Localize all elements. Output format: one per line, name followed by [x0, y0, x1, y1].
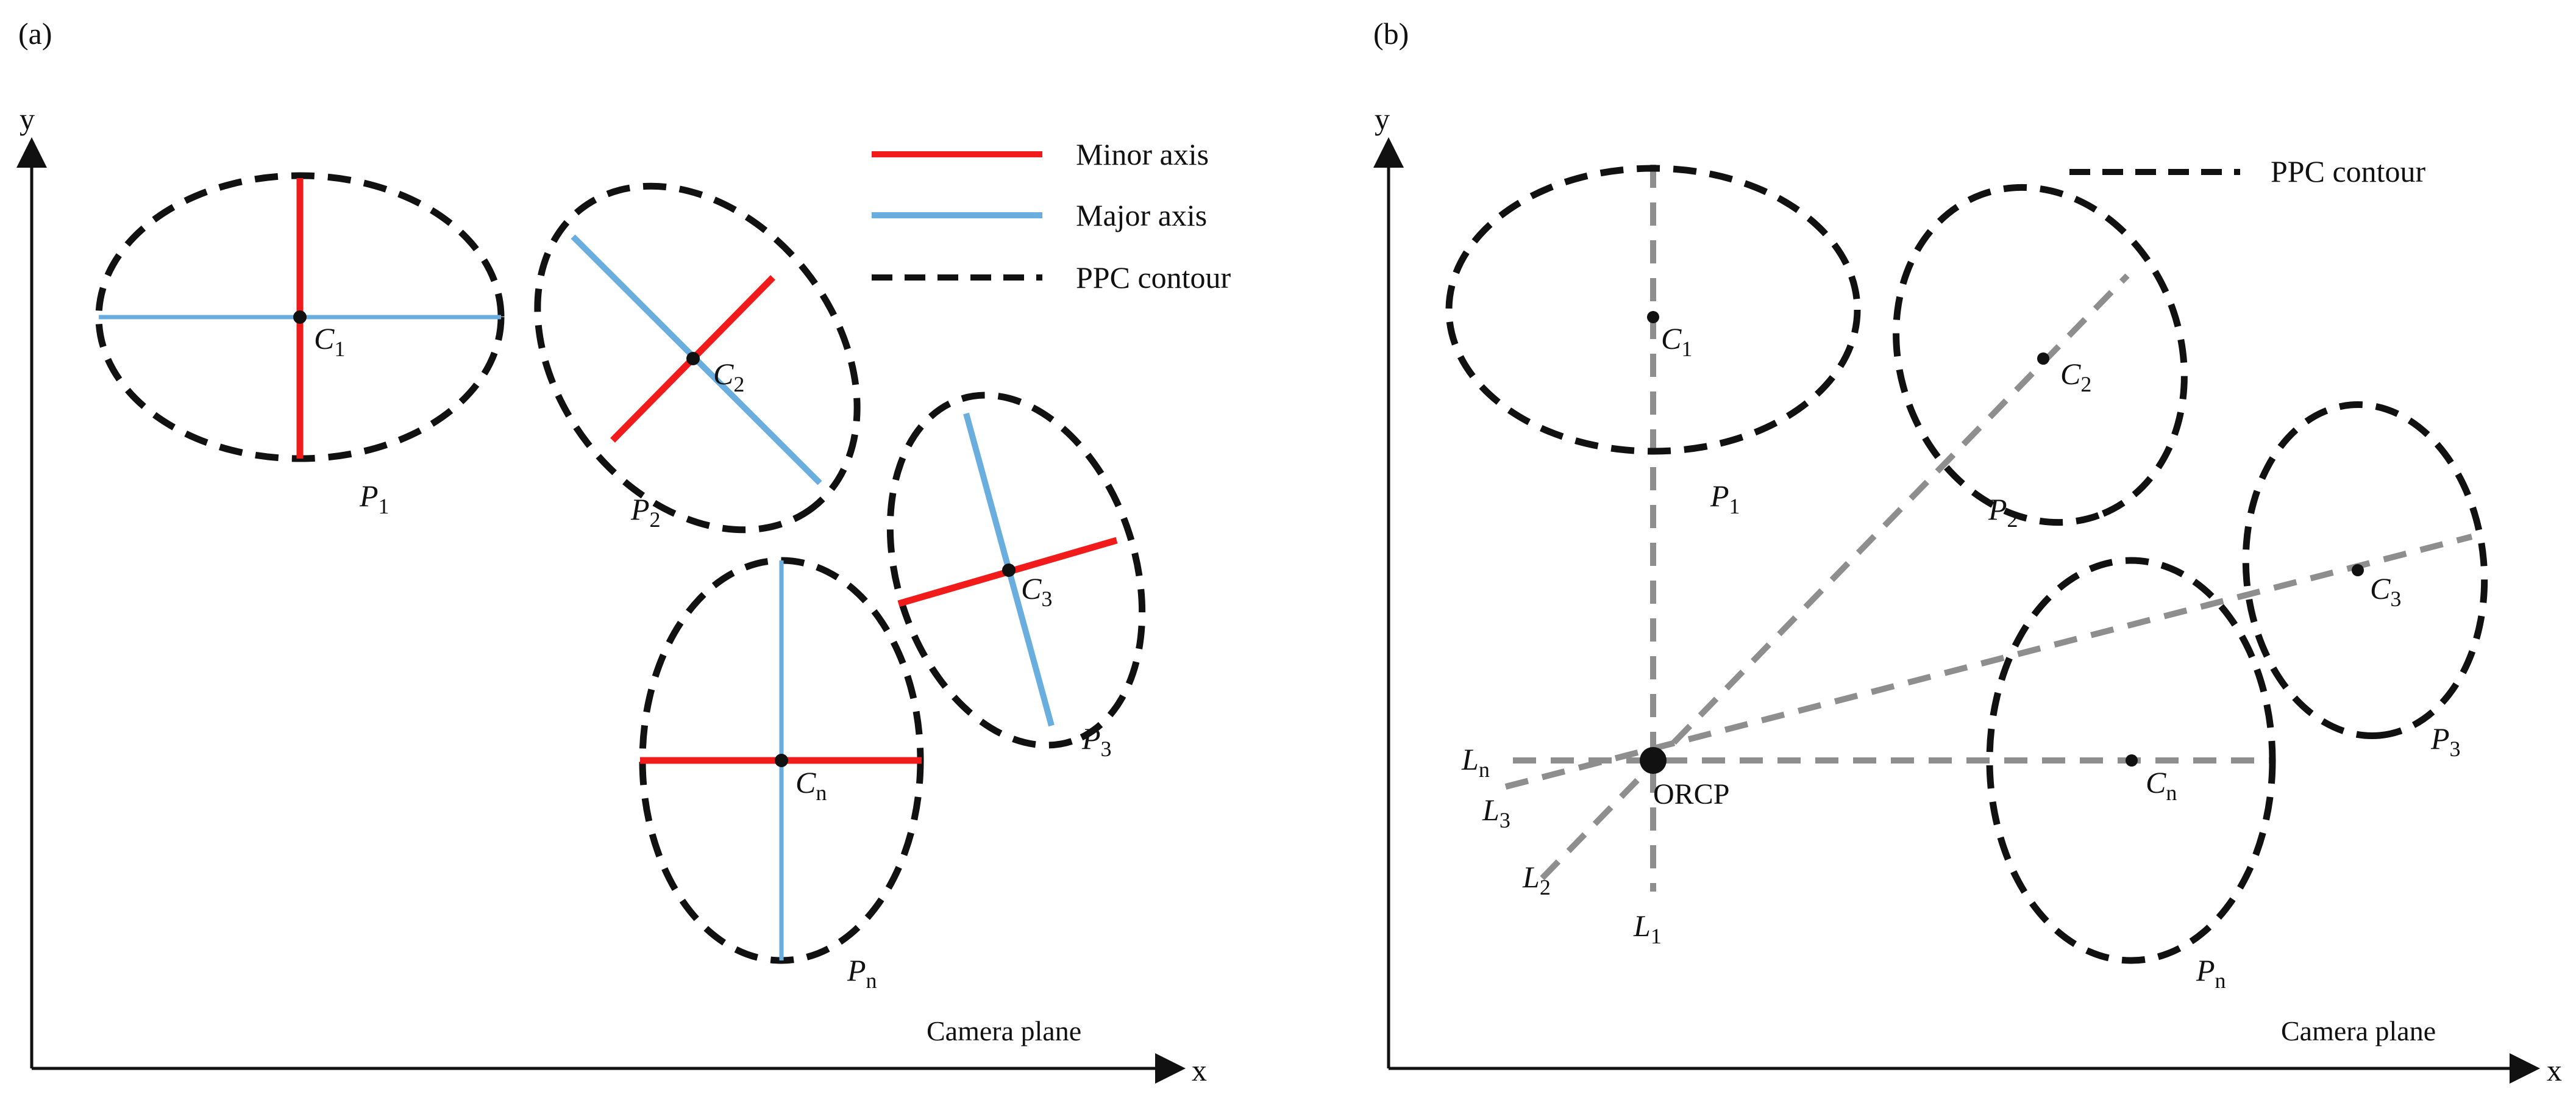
b-p2-region-label: P2: [1988, 492, 2018, 532]
panel-b-y-axis-label: y: [1375, 102, 1390, 136]
legend-major-axis-label: Major axis: [1076, 198, 1207, 232]
pn-center-point: [775, 754, 788, 767]
panel-a-y-axis-label: y: [20, 102, 35, 136]
pn-center-label: Cn: [795, 765, 827, 805]
ray-l3: [1504, 534, 2473, 790]
orcp-point: [1640, 747, 1667, 774]
p1-center-point: [293, 310, 307, 324]
b-p3-region-label: P3: [2430, 721, 2461, 761]
b-pn-region-label: Pn: [2196, 953, 2226, 993]
b-p1-center-point: [1647, 311, 1659, 323]
legend-contour-label: PPC contour: [1076, 260, 1231, 295]
legend-b-contour-label: PPC contour: [2271, 154, 2426, 188]
panel-b-ellipse-p1: C1 P1: [1445, 165, 1861, 518]
panel-a-ellipse-p3: C3 P3: [886, 392, 1146, 761]
p2-center-label: C2: [713, 357, 744, 396]
p2-region-label: P2: [630, 492, 661, 532]
panel-b-legend: PPC contour: [2069, 154, 2426, 188]
panel-b: (b) y x Camera plane PPC contour C1 P1: [1373, 16, 2562, 1087]
b-pn-center-point: [2126, 754, 2138, 767]
p1-region-label: P1: [359, 479, 390, 518]
b-p3-center-label: C3: [2370, 571, 2401, 611]
b-p1-region-label: P1: [1710, 479, 1740, 518]
ray-l2-label: L2: [1522, 860, 1551, 899]
panel-a-ellipse-p1: C1 P1: [95, 172, 505, 518]
panel-b-x-axis-label: x: [2547, 1053, 2562, 1087]
panel-a-ellipse-pn: Cn Pn: [639, 557, 924, 993]
p3-region-label: P3: [1081, 721, 1112, 761]
panel-b-tag: (b): [1373, 16, 1409, 51]
panel-a-tag: (a): [18, 16, 52, 51]
ray-ln-label: Ln: [1461, 742, 1490, 782]
panel-a-ellipse-p2: C2 P2: [534, 182, 861, 534]
ray-l1-label: L1: [1633, 909, 1662, 948]
b-pn-center-label: Cn: [2146, 765, 2177, 805]
legend-minor-axis-label: Minor axis: [1076, 137, 1209, 171]
panel-a-x-axis-label: x: [1192, 1053, 1207, 1087]
b-p2-center-point: [2037, 352, 2049, 365]
orcp-label: ORCP: [1653, 778, 1729, 810]
b-p1-center-label: C1: [1661, 321, 1692, 361]
pn-region-label: Pn: [847, 953, 877, 993]
p2-center-point: [686, 352, 700, 365]
panel-b-camera-plane-label: Camera plane: [2281, 1015, 2436, 1046]
panel-b-ellipse-p2: C2 P2: [1893, 184, 2188, 532]
b-p3-center-point: [2352, 564, 2364, 576]
panel-b-ellipse-pn: Cn Pn: [1986, 557, 2276, 993]
panel-a-legend: Minor axis Major axis PPC contour: [872, 137, 1231, 295]
p1-center-label: C1: [314, 321, 345, 361]
p3-center-label: C3: [1021, 571, 1052, 611]
ray-l3-label: L3: [1482, 793, 1510, 832]
panel-b-ellipse-p3: C3 P3: [2242, 401, 2488, 761]
ray-l2: [1540, 273, 2130, 881]
panel-a: (a) y x Camera plane Minor axis Major ax…: [16, 16, 1231, 1087]
b-p2-center-label: C2: [2060, 357, 2091, 396]
p3-center-point: [1002, 563, 1016, 577]
panel-a-camera-plane-label: Camera plane: [927, 1015, 1081, 1046]
